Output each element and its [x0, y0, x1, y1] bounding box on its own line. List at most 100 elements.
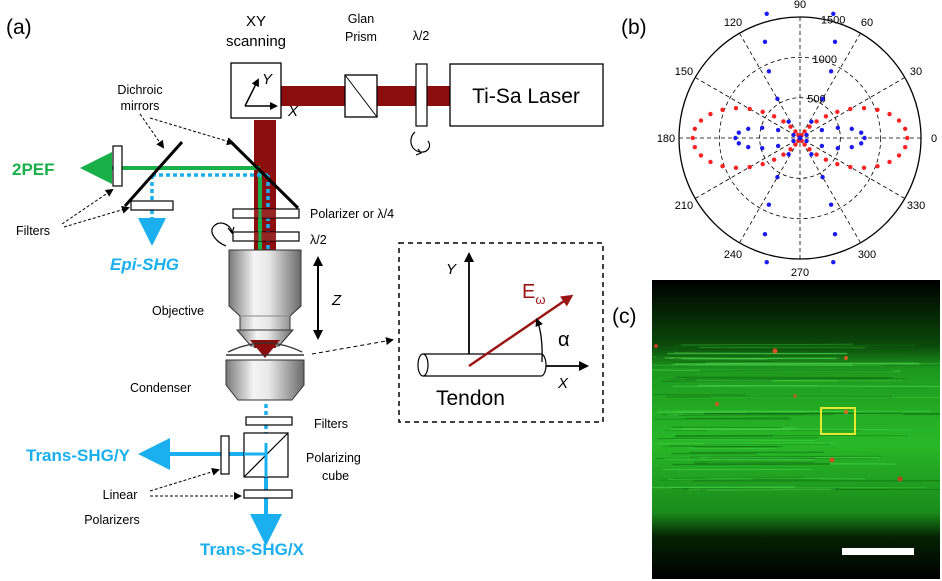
polar-point-s0-305: [802, 142, 807, 147]
tendon-cylinder: [423, 353, 547, 377]
polar-point-s0-165: [708, 111, 713, 117]
scan-y-arrow: [244, 78, 259, 107]
polar-point-s0-10: [896, 118, 902, 123]
panel-label-b: (b): [621, 16, 647, 39]
focus-cone: [250, 340, 280, 358]
polar-point-s1-65: [828, 69, 834, 74]
panel-label-a: (a): [6, 16, 32, 39]
polar-point-s0-130: [788, 124, 793, 129]
polar-point-s0-325: [835, 161, 840, 167]
polar-radial-label-500: 500: [807, 94, 825, 106]
polar-angle-label-120: 120: [724, 17, 742, 29]
field-vector: [468, 294, 574, 368]
polar-point-s1-240: [775, 174, 780, 180]
polar-angle-label-240: 240: [724, 249, 742, 261]
polar-angle-label-300: 300: [858, 249, 876, 261]
polar-point-s0-180: [690, 135, 695, 141]
half-wave-plate-top: [415, 63, 428, 127]
polar-point-s1-125: [786, 119, 791, 124]
polar-angle-label-60: 60: [861, 17, 873, 29]
polar-point-s1-155: [791, 132, 796, 138]
pef-label: 2PEF: [12, 160, 55, 179]
polarizing-label-2: cube: [322, 469, 349, 483]
fiber-streak: [671, 426, 783, 429]
polar-point-s0-45: [814, 119, 819, 124]
polar-point-s0-125: [793, 129, 798, 134]
polar-point-s1-185: [736, 141, 742, 146]
tendon-label: Tendon: [436, 387, 505, 410]
polar-point-s1-295: [828, 202, 834, 207]
fiber-streak: [710, 344, 916, 347]
polar-point-s1-180: [733, 135, 738, 141]
polar-point-s1-255: [764, 260, 769, 265]
polar-point-s1-345: [835, 145, 841, 151]
inset-pointer: [311, 337, 394, 355]
polar-point-s0-320: [823, 157, 829, 162]
fiber-streak: [669, 428, 912, 431]
polar-point-s1-335: [804, 138, 809, 144]
dichroic-mirror-left: [123, 141, 184, 207]
fiber-streak: [667, 478, 753, 481]
objective-label: Objective: [152, 304, 204, 318]
fiber-streak: [681, 343, 853, 346]
polar-angle-label-330: 330: [907, 200, 925, 212]
polar-point-s1-190: [746, 144, 751, 150]
polar-point-s0-215: [760, 161, 765, 167]
polar-point-s0-190: [698, 153, 704, 158]
polar-point-s0-40: [823, 114, 829, 119]
glan-label-2: Prism: [345, 30, 377, 44]
scan-axis-x: X: [287, 103, 299, 120]
tendon-cylinder-end: [417, 353, 429, 377]
linear-polarizer-y: [220, 435, 230, 475]
polar-point-s0-35: [835, 109, 840, 115]
polar-point-s0-225: [781, 152, 786, 157]
fiber-streak: [656, 442, 837, 444]
polar-point-s1-5: [858, 130, 864, 135]
polar-outer-ring: [678, 16, 922, 260]
fiber-streak: [669, 378, 908, 380]
polar-point-s0-175: [692, 126, 698, 131]
polar-point-s1-25: [804, 132, 809, 138]
polar-point-s0-145: [760, 109, 765, 115]
fiber-streak: [705, 489, 832, 491]
polar-point-s0-310: [807, 147, 812, 152]
objective-tip: [235, 329, 295, 347]
filters-bottom-label: Filters: [314, 417, 348, 431]
polar-angle-label-30: 30: [910, 66, 922, 78]
polar-angle-label-210: 210: [675, 200, 693, 212]
fiber-streak: [687, 447, 777, 449]
polar-point-s0-15: [887, 111, 892, 117]
polar-point-s1-355: [858, 141, 864, 146]
dichroic-mirror-right: [229, 140, 300, 210]
polar-point-s1-300: [820, 174, 825, 180]
polar-angle-label-180: 180: [657, 133, 675, 145]
polar-point-s0-200: [720, 164, 725, 169]
objective-lens: [228, 249, 302, 331]
polar-point-s1-305: [809, 152, 814, 157]
half-wave-top-label: λ/2: [413, 29, 430, 43]
polar-point-s0-315: [814, 152, 819, 157]
polar-point-s1-340: [819, 143, 825, 149]
polar-point-s0-230: [788, 147, 793, 152]
polar-point-s0-220: [771, 157, 777, 162]
epi-filter: [130, 200, 174, 211]
polar-point-s1-290: [832, 232, 838, 237]
epi-shg-label: Epi-SHG: [110, 255, 179, 274]
polar-point-s1-0: [862, 135, 867, 141]
polar-point-s0-155: [733, 105, 739, 111]
polar-point-s0-5: [902, 126, 908, 131]
polar-point-s0-170: [698, 118, 704, 123]
polar-point-s0-235: [793, 142, 798, 147]
scale-bar: [842, 548, 914, 555]
polar-point-s0-330: [848, 164, 853, 170]
polar-point-s1-60: [820, 96, 825, 102]
polar-point-s1-10: [849, 126, 854, 132]
polarizer-label: Polarizer or λ/4: [310, 207, 394, 221]
polar-point-s1-245: [766, 202, 772, 207]
filters-pointer-1: [61, 188, 114, 225]
condenser-label: Condenser: [130, 381, 191, 395]
dichroic-pointer-1: [139, 113, 165, 149]
polar-point-s0-350: [896, 153, 902, 158]
polar-point-s0-205: [733, 165, 739, 171]
polar-point-s0-25: [861, 105, 867, 111]
